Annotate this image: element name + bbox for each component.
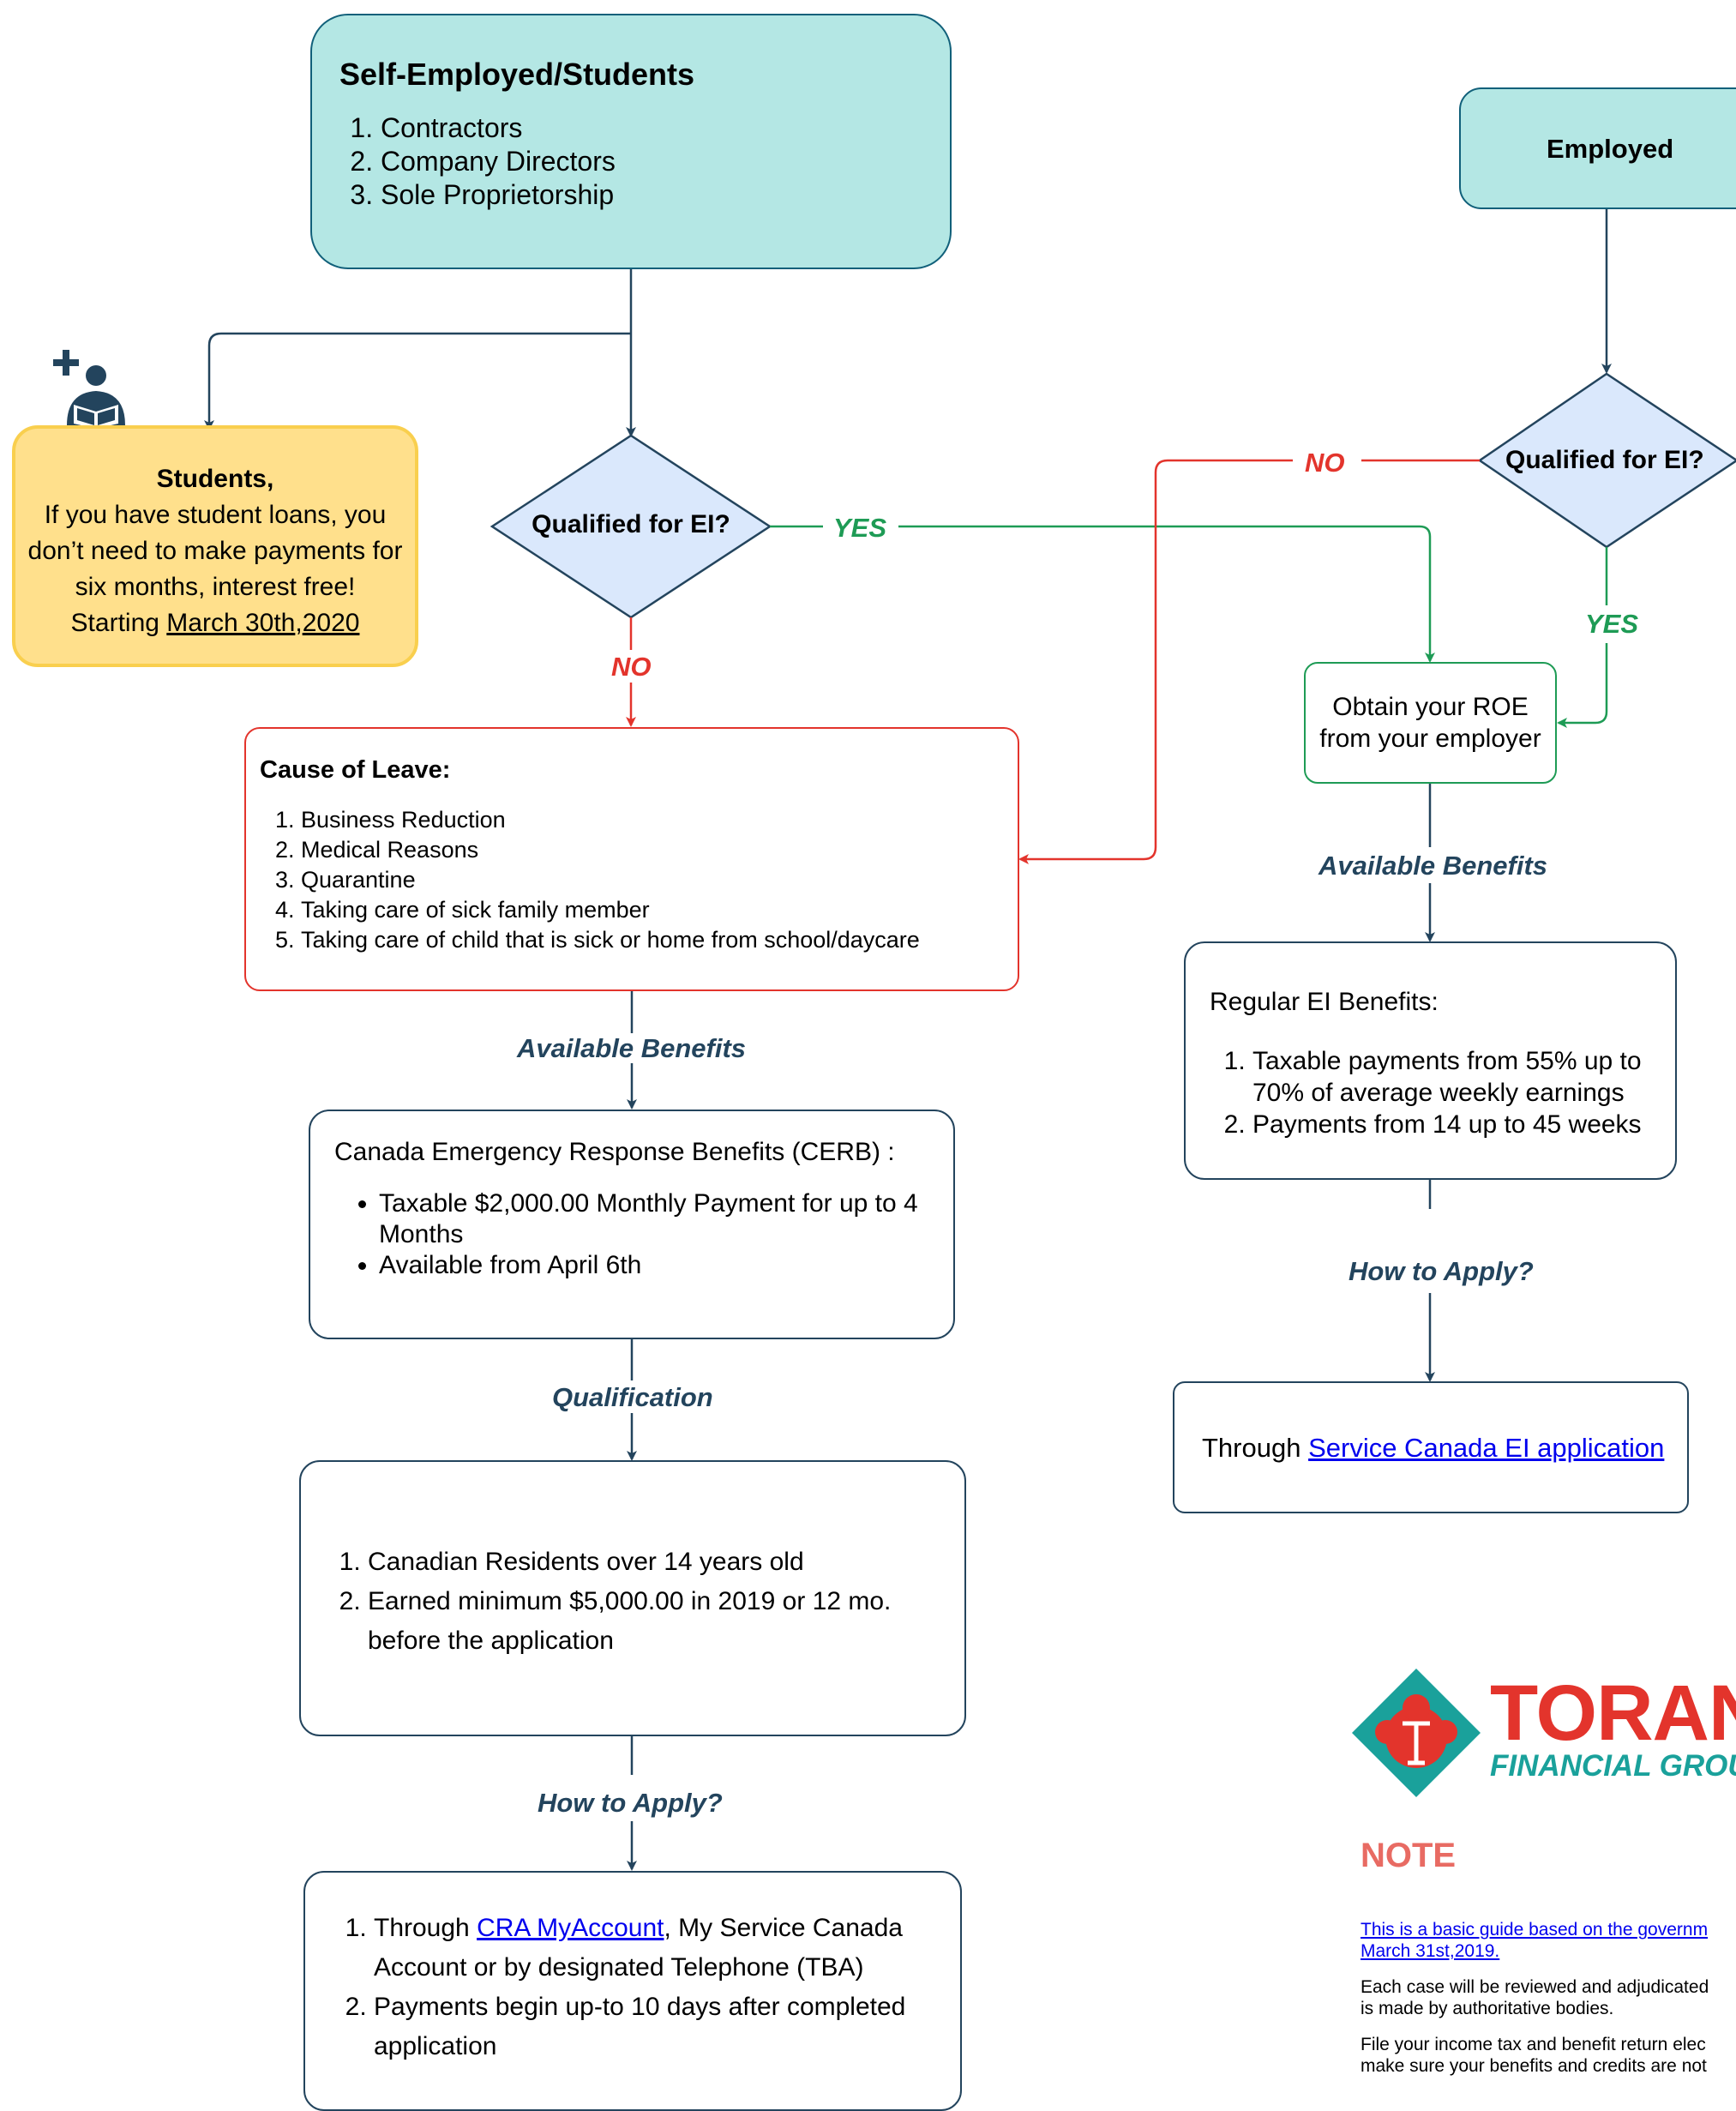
note-heading: NOTE (1361, 1837, 1457, 1874)
self-employed-box: Self-Employed/Students Contractors Compa… (310, 14, 952, 269)
cerb-title: Canada Emergency Response Benefits (CERB… (334, 1138, 895, 1166)
list-item: Canadian Residents over 14 years old (368, 1543, 944, 1582)
list-item: Taxable payments from 55% up to 70% of a… (1252, 1045, 1667, 1109)
label-how-to-apply-right: How to Apply? (1349, 1256, 1534, 1286)
cra-myaccount-link[interactable]: CRA MyAccount (477, 1914, 664, 1942)
service-canada-ei-link[interactable]: Service Canada EI application (1308, 1433, 1665, 1463)
qualification-list: Canadian Residents over 14 years old Ear… (332, 1543, 944, 1661)
list-item: Payments begin up-to 10 days after compl… (374, 1988, 940, 2066)
obtain-roe-text: Obtain your ROE from your employer (1319, 693, 1541, 753)
list-item: Payments from 14 up to 45 weeks (1252, 1109, 1667, 1140)
cerb-list: Taxable $2,000.00 Monthly Payment for up… (334, 1188, 936, 1281)
note-para-file: File your income tax and benefit return … (1361, 2034, 1736, 2077)
regular-ei-title: Regular EI Benefits: (1210, 988, 1439, 1016)
regular-ei-list: Taxable payments from 55% up to 70% of a… (1210, 1045, 1675, 1140)
list-item: Contractors (381, 111, 950, 145)
cause-of-leave-list: Business Reduction Medical Reasons Quara… (260, 805, 1018, 955)
cerb-box: Canada Emergency Response Benefits (CERB… (309, 1110, 955, 1339)
list-item: Earned minimum $5,000.00 in 2019 or 12 m… (368, 1582, 944, 1661)
list-item: Quarantine (301, 865, 1018, 895)
decision-right-label: Qualified for EI? (1505, 446, 1704, 474)
note-para2-line2: is made by authoritative bodies. (1361, 1999, 1614, 2018)
students-note: Students, If you have student loans, you… (12, 425, 418, 667)
note-para2-line1: Each case will be reviewed and adjudicat… (1361, 1977, 1709, 1997)
list-item: Through CRA MyAccount, My Service Canada… (374, 1909, 940, 1988)
label-no-left: NO (611, 652, 652, 682)
employed-box: Employed (1459, 87, 1736, 209)
how-to-apply-box: Through CRA MyAccount, My Service Canada… (303, 1871, 962, 2111)
students-heading: Students, (156, 465, 274, 493)
note-para3-line1: File your income tax and benefit return … (1361, 2035, 1706, 2054)
logo-subtitle: FINANCIAL GROU (1490, 1749, 1736, 1783)
obtain-roe-box: Obtain your ROE from your employer (1304, 662, 1557, 784)
list-item: Sole Proprietorship (381, 178, 950, 212)
cause-of-leave-box: Cause of Leave: Business Reduction Medic… (244, 727, 1019, 991)
list-item: Taxable $2,000.00 Monthly Payment for up… (379, 1188, 936, 1250)
edge-selfemployed-to-students (204, 332, 631, 430)
note-link-line1: This is a basic guide based on the gover… (1361, 1920, 1709, 1940)
apply-item1-prefix: Through (374, 1914, 478, 1942)
regular-ei-box: Regular EI Benefits: Taxable payments fr… (1184, 941, 1677, 1180)
note-body: This is a basic guide based on the gover… (1361, 1919, 1736, 2077)
note-para-review: Each case will be reviewed and adjudicat… (1361, 1976, 1736, 2019)
starting-date-year: 2020 (302, 609, 360, 637)
student-reading-icon (53, 350, 125, 429)
students-starting: Starting March 30th,2020 (15, 605, 415, 641)
self-employed-list: Contractors Company Directors Sole Propr… (339, 111, 950, 212)
starting-date-sep: , (295, 609, 303, 637)
employed-title: Employed (1547, 134, 1674, 164)
note-guide-link[interactable]: This is a basic guide based on the gover… (1361, 1919, 1736, 1962)
starting-date-month: March 30th (166, 609, 296, 637)
list-item: Business Reduction (301, 805, 1018, 835)
edge-right-yes (1559, 547, 1608, 723)
label-how-to-apply-left: How to Apply? (538, 1788, 723, 1818)
list-item: Available from April 6th (379, 1250, 936, 1281)
label-no-right: NO (1305, 448, 1345, 478)
note-para3-line2: make sure your benefits and credits are … (1361, 2056, 1707, 2076)
edge-left-yes (770, 525, 1430, 661)
label-available-benefits-left: Available Benefits (517, 1033, 747, 1063)
self-employed-title: Self-Employed/Students (339, 57, 695, 92)
service-canada-prefix: Through (1202, 1433, 1309, 1463)
note-link-line2: March 31st,2019. (1361, 1941, 1500, 1961)
service-canada-box: Through Service Canada EI application (1173, 1381, 1689, 1513)
toranj-logo-mark (1352, 1669, 1481, 1797)
list-item: Company Directors (381, 145, 950, 178)
apply-item1-suffix: , My Service Canada Account or by design… (374, 1914, 903, 1982)
label-available-benefits-right: Available Benefits (1319, 851, 1548, 881)
edge-right-no (1020, 459, 1480, 859)
how-to-apply-list: Through CRA MyAccount, My Service Canada… (336, 1909, 940, 2066)
logo-name: TORAN (1490, 1669, 1736, 1757)
label-yes-left: YES (833, 513, 887, 543)
list-item: Taking care of sick family member (301, 895, 1018, 925)
list-item: Taking care of child that is sick or hom… (301, 925, 1018, 955)
decision-left-label: Qualified for EI? (532, 510, 730, 538)
label-yes-right: YES (1585, 609, 1639, 639)
list-item: Medical Reasons (301, 835, 1018, 865)
cause-of-leave-title: Cause of Leave: (260, 756, 451, 784)
toranj-logo-wordmark: TORAN FINANCIAL GROU (1490, 1674, 1736, 1782)
starting-prefix: Starting (70, 609, 167, 637)
label-qualification: Qualification (552, 1382, 713, 1412)
students-text: If you have student loans, you don’t nee… (27, 501, 403, 601)
qualification-box: Canadian Residents over 14 years old Ear… (299, 1460, 966, 1736)
